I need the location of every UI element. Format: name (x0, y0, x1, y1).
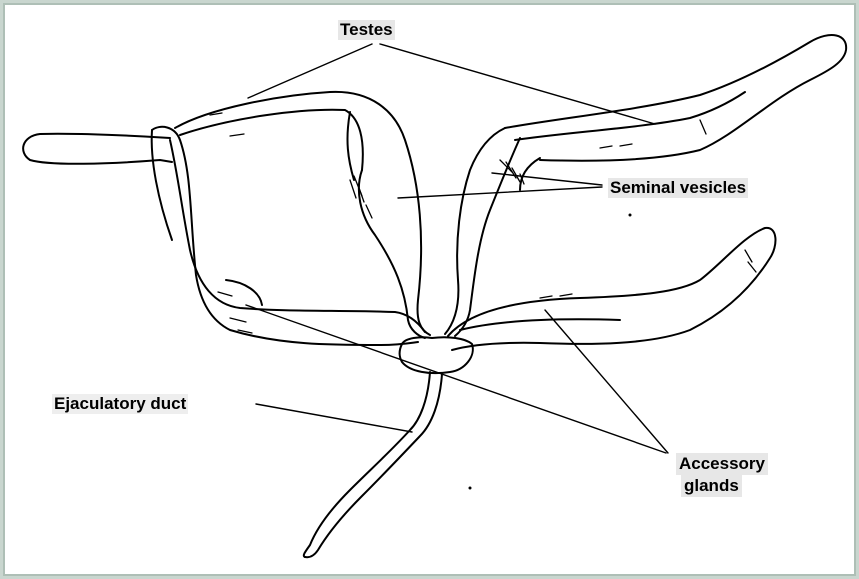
right-seminal-vesicle-outer (445, 128, 505, 334)
leader-ejaculatory (256, 404, 412, 432)
label-seminal-vesicles: Seminal vesicles (608, 178, 748, 198)
label-accessory-glands: Accessory glands (674, 453, 808, 497)
leader-testes-left (248, 44, 372, 98)
left-gland-top (152, 130, 172, 240)
left-seminal-vesicle-inner (347, 112, 354, 180)
left-testis-arch-inner (180, 110, 363, 170)
right-gland-inner (460, 319, 620, 330)
leader-seminal-lower (398, 187, 602, 198)
dot-mark (469, 487, 472, 490)
leader-seminal-upper (492, 173, 602, 185)
label-testes: Testes (338, 20, 395, 40)
left-gland-fold (226, 280, 262, 305)
label-accessory-glands-line1: Accessory (676, 453, 768, 475)
right-accessory-gland-outer (448, 228, 775, 350)
label-accessory-glands-line2: glands (681, 475, 742, 497)
left-testis-lobe (23, 134, 172, 164)
right-seminal-vesicle-fold (520, 158, 540, 190)
ejaculatory-duct-right (305, 374, 442, 557)
left-accessory-gland-inner (170, 140, 425, 332)
dot-mark (629, 214, 632, 217)
right-testis-lobe-outer (505, 35, 846, 161)
leader-testes-right (380, 44, 655, 124)
left-testis-arch-outer (175, 92, 430, 335)
ejaculatory-duct-left (304, 372, 430, 557)
label-ejaculatory-duct: Ejaculatory duct (52, 394, 188, 414)
